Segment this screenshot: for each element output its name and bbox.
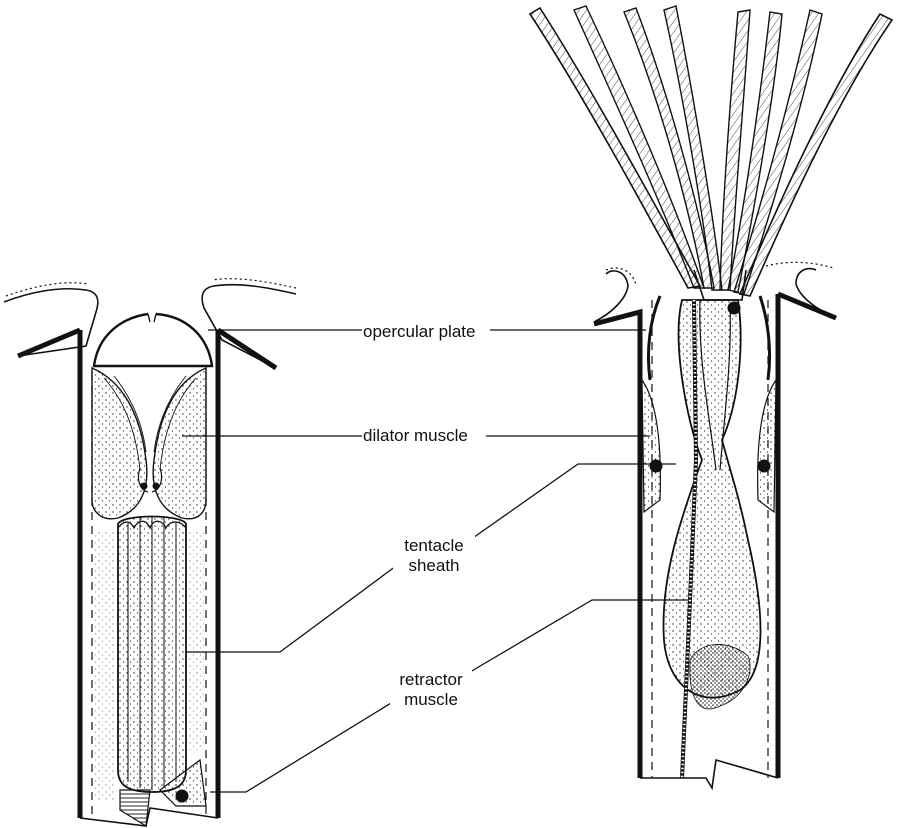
tentacle-sheath-label-line2: sheath	[393, 556, 475, 576]
tentacle-sheath-label-line1: tentacle	[393, 536, 475, 556]
everted-zooid	[530, 6, 892, 788]
left-dilator-right	[153, 368, 206, 519]
left-operculum	[94, 314, 212, 366]
everted-tentacle-sheath	[663, 300, 760, 698]
left-dilator-left	[92, 368, 147, 519]
leader-retractor-left	[210, 700, 396, 792]
retractor-muscle-label: retractor muscle	[390, 670, 472, 710]
retractor-muscle-label-line1: retractor	[390, 670, 472, 690]
everted-left-body-wall	[594, 312, 640, 778]
retractor-muscle-label-line2: muscle	[390, 690, 472, 710]
stomach-mass	[690, 644, 750, 708]
lophophore-tentacles	[530, 6, 892, 300]
left-frontal-membrane	[4, 289, 98, 356]
dilator-muscle-label: dilator muscle	[363, 426, 468, 446]
leader-retractor-right	[470, 600, 688, 672]
retracted-zooid	[4, 279, 296, 826]
opercular-plate-label: opercular plate	[363, 322, 475, 342]
everted-right-body-wall	[778, 294, 836, 778]
tentacle-sheath-label: tentacle sheath	[393, 536, 475, 576]
